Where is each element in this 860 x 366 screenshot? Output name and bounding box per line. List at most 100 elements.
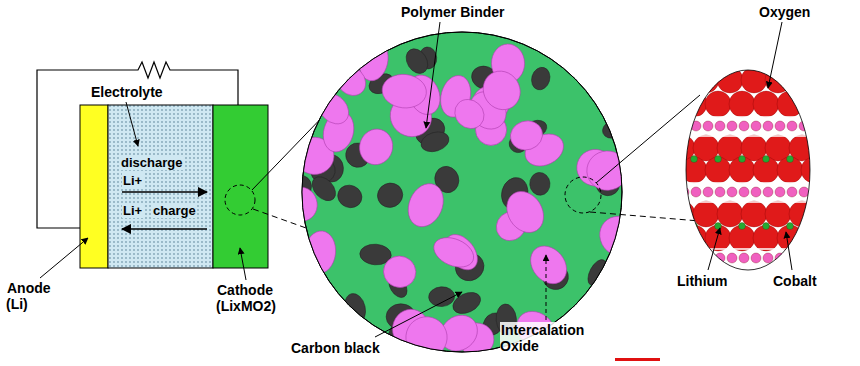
cobalt-atom bbox=[763, 223, 770, 230]
lithium-atom bbox=[703, 187, 713, 197]
lithium-atom bbox=[739, 187, 749, 197]
leader-arrow bbox=[426, 22, 440, 128]
lithium-atom bbox=[727, 187, 737, 197]
electrolyte-band: dischargeLi+ Li+ charge bbox=[108, 105, 213, 268]
anode bbox=[80, 105, 108, 268]
ion-label: charge bbox=[152, 203, 197, 218]
cobalt-atom bbox=[811, 156, 818, 163]
red-bar bbox=[615, 358, 660, 361]
cobalt-atom bbox=[787, 156, 794, 163]
lithium-atom bbox=[775, 253, 785, 263]
leader-arrow bbox=[546, 255, 547, 320]
lithium-atom bbox=[715, 187, 725, 197]
lithium-atom bbox=[811, 253, 821, 263]
lithium-atom bbox=[715, 121, 725, 131]
carbon-particle bbox=[529, 172, 551, 196]
cobalt-atom bbox=[715, 223, 722, 230]
ion-label: Li+ bbox=[122, 203, 143, 218]
part-label: Intercalation Oxide bbox=[500, 322, 600, 354]
oxygen-atom bbox=[705, 91, 731, 117]
cathode bbox=[213, 105, 268, 268]
lithium-atom bbox=[775, 121, 785, 131]
oxygen-atom bbox=[801, 225, 827, 251]
oxide-particle bbox=[507, 117, 547, 154]
lithium-atom bbox=[775, 187, 785, 197]
carbon-particle bbox=[449, 288, 483, 317]
oxygen-atom bbox=[753, 91, 779, 117]
oxygen-atom bbox=[801, 157, 827, 183]
crystal-outline bbox=[686, 70, 810, 270]
oxide-particle bbox=[381, 72, 428, 110]
lithium-atom bbox=[727, 253, 737, 263]
part-label: Cobalt bbox=[772, 273, 818, 289]
lithium-atom bbox=[703, 121, 713, 131]
lithium-atom bbox=[763, 121, 773, 131]
oxygen-atom bbox=[681, 225, 707, 251]
part-label-text: Anode (Li) bbox=[6, 280, 51, 312]
leader-arrow bbox=[240, 248, 246, 280]
lithium-atom bbox=[811, 187, 821, 197]
leader-arrow bbox=[768, 22, 782, 88]
part-label-text: Cathode (LixMO2) bbox=[216, 282, 277, 314]
oxygen-atom bbox=[729, 91, 755, 117]
oxide-particle bbox=[355, 125, 397, 169]
layer-gap bbox=[680, 135, 820, 137]
leader-arrow bbox=[375, 292, 462, 337]
layer-gap bbox=[680, 201, 820, 203]
electrolyte bbox=[108, 105, 213, 268]
cobalt-atom bbox=[787, 223, 794, 230]
part-label-text: Lithium bbox=[676, 273, 729, 289]
ion-label: discharge bbox=[120, 155, 183, 170]
cobalt-atom bbox=[739, 223, 746, 230]
layer-gap bbox=[680, 182, 820, 184]
part-label: Lithium bbox=[676, 273, 729, 289]
lithium-atom bbox=[787, 253, 797, 263]
layer-gap bbox=[680, 248, 820, 250]
oxygen-atom bbox=[801, 91, 827, 117]
part-label: Carbon black bbox=[290, 340, 381, 356]
lithium-atom bbox=[787, 187, 797, 197]
oxide-particle bbox=[499, 185, 551, 240]
composite-circle bbox=[302, 32, 622, 352]
layer-gap bbox=[680, 116, 820, 118]
lithium-atom bbox=[763, 187, 773, 197]
lithium-atom bbox=[751, 121, 761, 131]
part-label-text: Cobalt bbox=[772, 273, 818, 289]
oxide-particle bbox=[449, 93, 490, 134]
oxide-particle bbox=[476, 64, 528, 117]
part-label: Polymer Binder bbox=[400, 4, 505, 20]
lithium-atom bbox=[751, 253, 761, 263]
lithium-atom bbox=[763, 253, 773, 263]
oxide-particle bbox=[404, 315, 448, 359]
leader-arrow bbox=[786, 232, 792, 270]
lithium-atom bbox=[811, 121, 821, 131]
zoom-circle bbox=[565, 177, 601, 213]
part-label: Oxygen bbox=[758, 4, 811, 20]
oxygen-atom bbox=[789, 201, 815, 227]
crystal-structure bbox=[669, 67, 827, 263]
part-label: Cathode (LixMO2) bbox=[216, 282, 298, 314]
zoom-circle bbox=[225, 185, 255, 215]
oxygen-atom bbox=[741, 201, 767, 227]
carbon-particle bbox=[342, 291, 369, 325]
carbon-particle bbox=[402, 45, 432, 78]
lithium-atom bbox=[679, 253, 689, 263]
oxide-particle bbox=[402, 178, 450, 232]
ion-label: Li+ bbox=[122, 173, 143, 188]
oxygen-atom bbox=[765, 201, 791, 227]
discharge-arrow bbox=[122, 191, 207, 193]
lithium-atom bbox=[679, 121, 689, 131]
oxide-particle bbox=[302, 229, 338, 275]
part-label-text: Oxygen bbox=[758, 4, 811, 20]
oxide-particle bbox=[331, 60, 372, 101]
composite-outline bbox=[302, 32, 622, 352]
cobalt-atom bbox=[811, 223, 818, 230]
lithium-atom bbox=[799, 253, 809, 263]
oxide-particle bbox=[523, 239, 574, 291]
oxide-particle bbox=[586, 150, 629, 191]
zoom-line bbox=[596, 95, 700, 183]
lithium-atom bbox=[751, 187, 761, 197]
lithium-atom bbox=[787, 121, 797, 131]
carbon-particle bbox=[428, 286, 455, 307]
